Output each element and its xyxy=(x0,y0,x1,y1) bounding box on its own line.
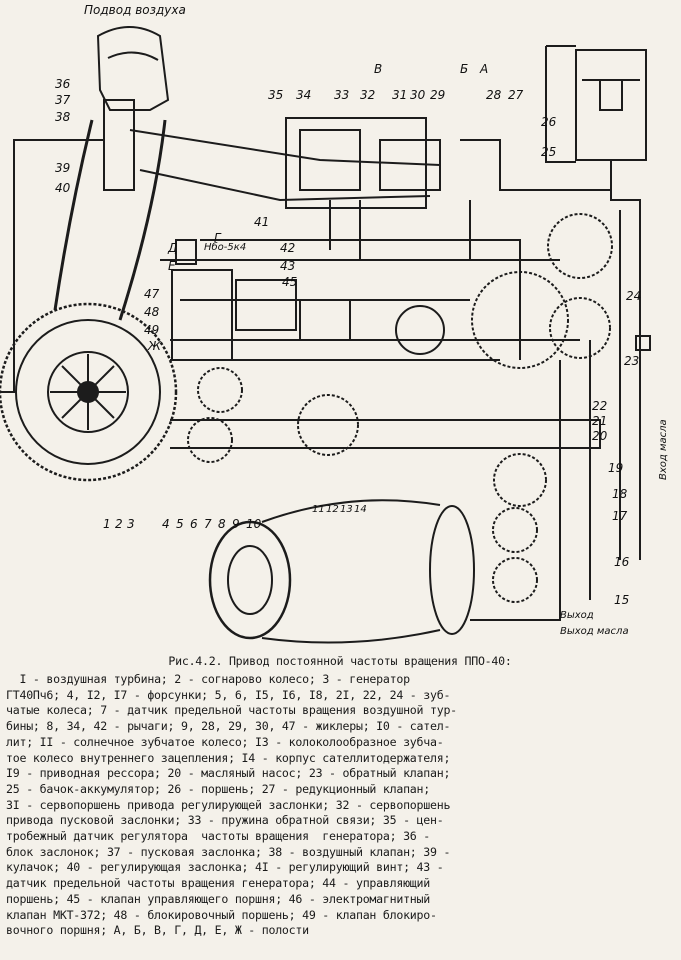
callout-28: 28 xyxy=(486,88,502,102)
callout-33: 33 xyxy=(334,88,349,102)
callout-26: 26 xyxy=(541,115,557,129)
callout-43: 43 xyxy=(280,259,295,273)
callout-18: 18 xyxy=(612,487,628,501)
gear-train xyxy=(187,213,613,603)
valve-code-label: Нбо-5к4 xyxy=(204,241,246,253)
callout-31: 31 xyxy=(392,88,407,102)
callout-3: 3 xyxy=(127,517,135,531)
figure-caption-legend: I - воздушная турбина; 2 - согнарово кол… xyxy=(6,672,457,938)
callout-32: 32 xyxy=(360,88,375,102)
callout-7: 7 xyxy=(204,517,212,531)
callout-12: 12 xyxy=(326,504,339,515)
oil-outlet-label-1: Выход xyxy=(560,610,594,621)
callout-27: 27 xyxy=(508,88,524,102)
cavity-d: Д xyxy=(167,241,177,255)
callout-6: 6 xyxy=(190,517,198,531)
callout-14: 14 xyxy=(354,504,367,515)
callout-24: 24 xyxy=(626,289,641,303)
oil-accumulator-tank xyxy=(545,45,647,560)
callout-23: 23 xyxy=(624,354,639,368)
callout-13: 13 xyxy=(340,504,353,515)
callout-15: 15 xyxy=(614,593,629,607)
oil-outlet-label: Выход масла xyxy=(560,626,629,637)
callout-22: 22 xyxy=(592,399,607,413)
figure-caption-title: Рис.4.2. Привод постоянной частоты враще… xyxy=(168,654,512,668)
callout-25: 25 xyxy=(541,145,556,159)
cavity-v: В xyxy=(374,62,382,76)
callout-30: 30 xyxy=(410,88,426,102)
control-line-upper xyxy=(129,129,441,166)
callout-16: 16 xyxy=(614,555,630,569)
callout-49: 49 xyxy=(144,323,159,337)
callout-37: 37 xyxy=(55,93,71,107)
air-inlet-label: Подвод воздуха xyxy=(84,3,186,17)
callout-35: 35 xyxy=(268,88,283,102)
control-line-lower xyxy=(139,169,431,202)
callout-9: 9 xyxy=(232,517,240,531)
oil-piping xyxy=(160,139,621,621)
callout-5: 5 xyxy=(176,517,184,531)
callout-10: 10 xyxy=(246,517,262,531)
callout-29: 29 xyxy=(430,88,445,102)
callout-40: 40 xyxy=(55,181,71,195)
callout-2: 2 xyxy=(115,517,123,531)
cavity-e: Е xyxy=(168,259,176,273)
callout-11: 11 xyxy=(312,504,325,515)
air-turbine-wheel xyxy=(0,302,178,482)
callout-8: 8 xyxy=(218,517,226,531)
cavity-g: Г xyxy=(214,231,222,245)
callout-45: 45 xyxy=(282,275,297,289)
callout-1: 1 xyxy=(103,517,111,531)
callout-38: 38 xyxy=(55,110,71,124)
air-inlet-duct xyxy=(53,26,170,321)
callout-48: 48 xyxy=(144,305,160,319)
callout-17: 17 xyxy=(612,509,628,523)
cavity-b: Б xyxy=(460,62,468,76)
callout-36: 36 xyxy=(55,77,71,91)
callout-19: 19 xyxy=(608,461,623,475)
cavity-a: А xyxy=(479,62,488,76)
callout-4: 4 xyxy=(162,517,170,531)
callout-21: 21 xyxy=(592,414,607,428)
control-block xyxy=(171,239,351,361)
ppo40-schematic: Подвод воздуха Вход масла Выход Выход ма… xyxy=(0,3,669,644)
cavity-zh: Ж xyxy=(147,339,162,353)
callout-20: 20 xyxy=(592,429,608,443)
oil-inlet-label: Вход масла xyxy=(658,419,669,480)
callout-39: 39 xyxy=(55,161,70,175)
callout-42: 42 xyxy=(280,241,295,255)
drive-shaft xyxy=(170,419,601,449)
regulator-housing xyxy=(285,117,441,260)
generator xyxy=(208,499,475,644)
check-valve xyxy=(635,335,651,351)
callout-47: 47 xyxy=(144,287,160,301)
callout-34: 34 xyxy=(296,88,311,102)
callout-41: 41 xyxy=(254,215,269,229)
